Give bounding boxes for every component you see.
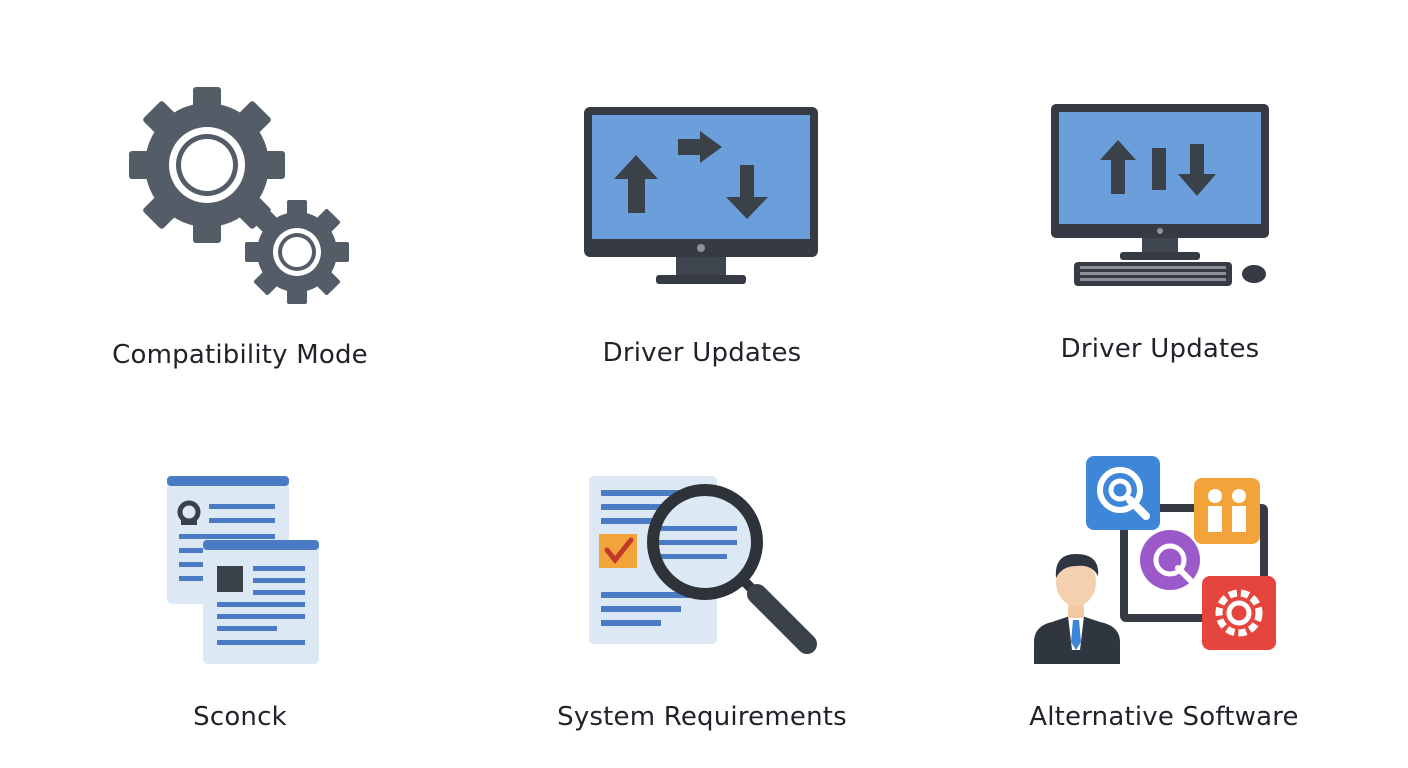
documents-icon: [167, 476, 319, 664]
tile-system-requirements[interactable]: System Requirements: [552, 440, 852, 740]
tile-alternative-software[interactable]: Alternative Software: [1014, 440, 1314, 740]
tile-label: Driver Updates: [602, 338, 802, 368]
tile-label: Sconck: [193, 702, 287, 732]
tile-label: Alternative Software: [1029, 702, 1299, 732]
monitor-arrows-icon: [584, 107, 818, 284]
gears-icon: [129, 87, 349, 304]
tile-label: Compatibility Mode: [112, 340, 368, 370]
tile-driver-updates-desktop[interactable]: Driver Updates: [1010, 70, 1310, 370]
desktop-computer-icon: [1051, 104, 1269, 286]
tile-label: Driver Updates: [1060, 334, 1260, 364]
tile-label: System Requirements: [557, 702, 847, 732]
tile-driver-updates[interactable]: Driver Updates: [552, 70, 852, 370]
tile-compatibility-mode[interactable]: Compatibility Mode: [90, 70, 390, 370]
software-apps-icon: [1034, 456, 1276, 664]
tile-sconck[interactable]: Sconck: [90, 440, 390, 740]
document-search-icon: [589, 476, 817, 654]
